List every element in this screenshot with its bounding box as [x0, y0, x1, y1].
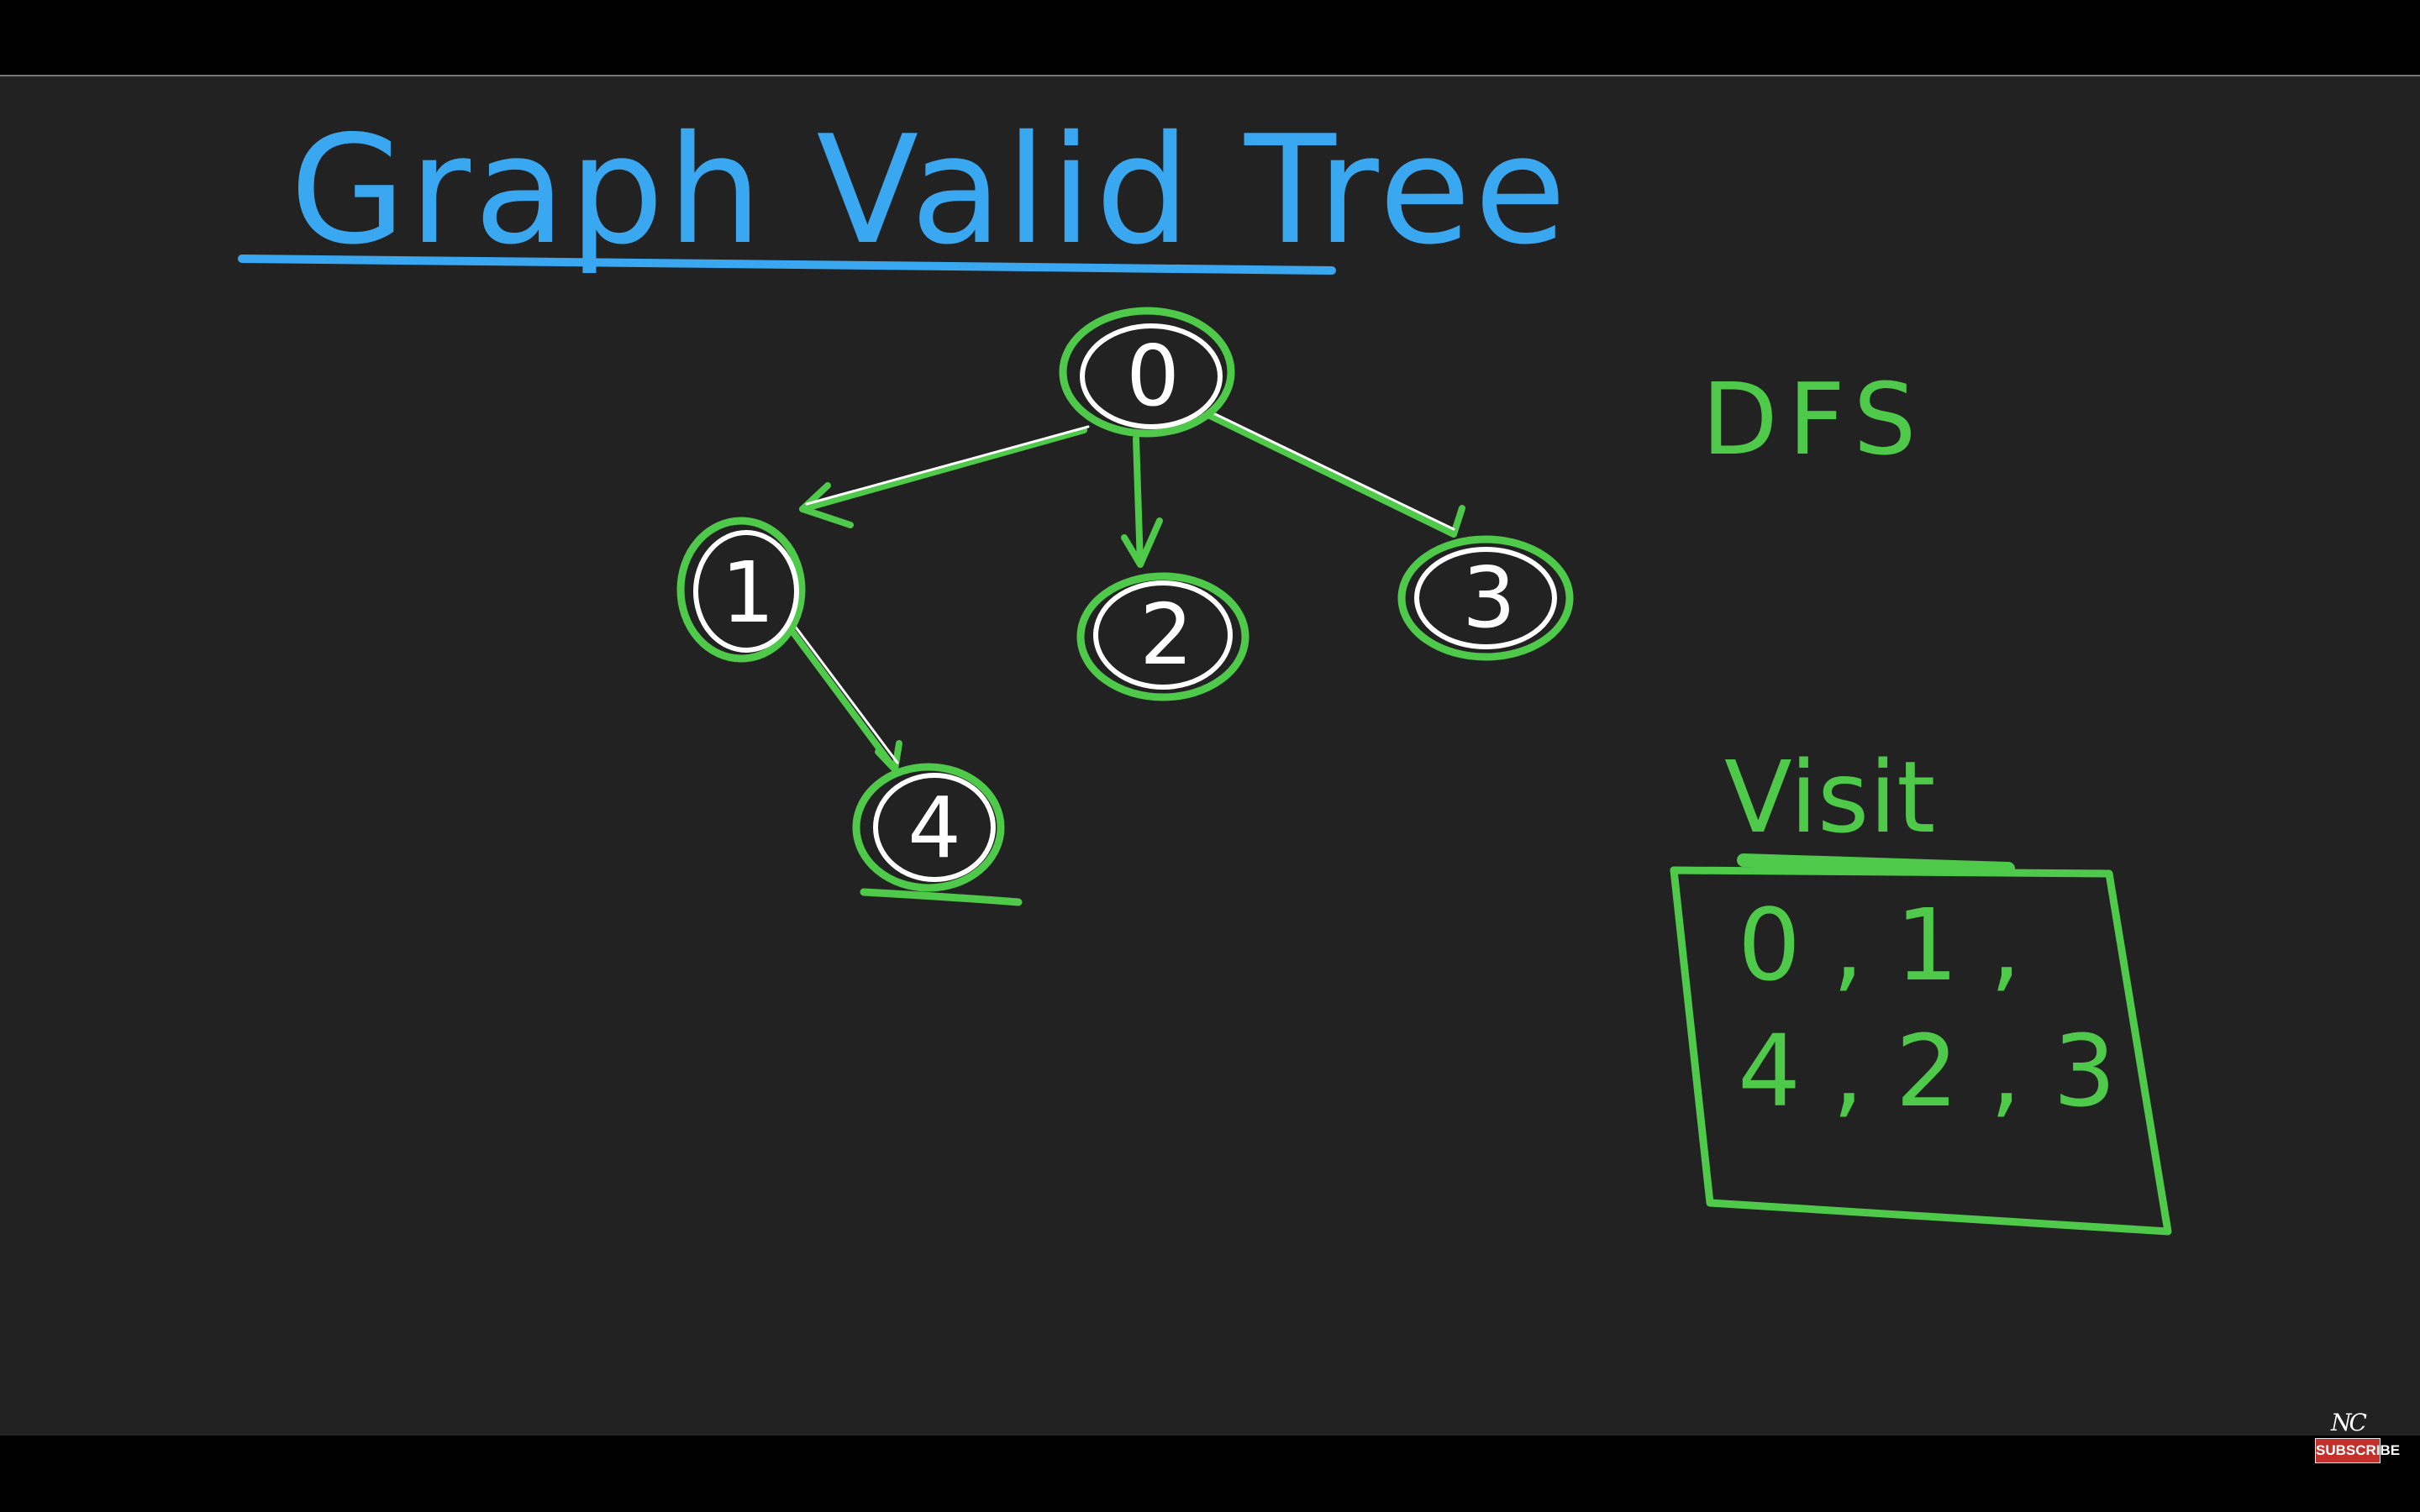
node-1-label: 1 — [721, 543, 775, 642]
visit-heading-underline — [1737, 853, 2015, 875]
channel-logo: NC — [2331, 1409, 2367, 1436]
edge-0-2-arrowhead — [1121, 517, 1163, 568]
tree-node-1: 1 — [676, 517, 806, 663]
node-0-label: 0 — [1126, 327, 1180, 425]
tree-node-4: 4 — [852, 763, 1023, 906]
node-3-label: 3 — [1462, 549, 1516, 647]
edge-1-4 — [785, 622, 898, 773]
whiteboard-canvas — [0, 76, 2420, 1436]
video-bottom-bar — [0, 1436, 2420, 1512]
page-title: Graph Valid Tree — [290, 103, 1570, 277]
node-4-label: 4 — [908, 779, 961, 877]
algorithm-label: DFS — [1702, 361, 1927, 477]
tree-node-2: 2 — [1076, 572, 1249, 701]
visit-order-line-1: 0 , 1 , — [1738, 887, 2022, 1003]
edge-0-1 — [799, 427, 1087, 512]
edge-0-2 — [1133, 435, 1144, 568]
visit-heading: Visit — [1724, 739, 1935, 855]
edge-0-1-arrowhead — [799, 482, 854, 528]
tree-node-3: 3 — [1397, 535, 1574, 661]
edge-1-4-arrowhead — [875, 740, 902, 773]
visit-box — [1670, 866, 2172, 1236]
subscribe-button[interactable]: SUBSCRIBE — [2315, 1438, 2400, 1463]
video-top-bar — [0, 0, 2420, 76]
tree-node-0: 0 — [1059, 307, 1235, 438]
edge-0-3 — [1207, 412, 1457, 538]
channel-branding: NC SUBSCRIBE — [2315, 1409, 2400, 1463]
title-underline — [238, 255, 1336, 275]
node-2-label: 2 — [1139, 585, 1193, 684]
edge-0-3-arrowhead — [1450, 505, 1465, 538]
visit-order-line-2: 4 , 2 , 3 — [1738, 1013, 2116, 1129]
